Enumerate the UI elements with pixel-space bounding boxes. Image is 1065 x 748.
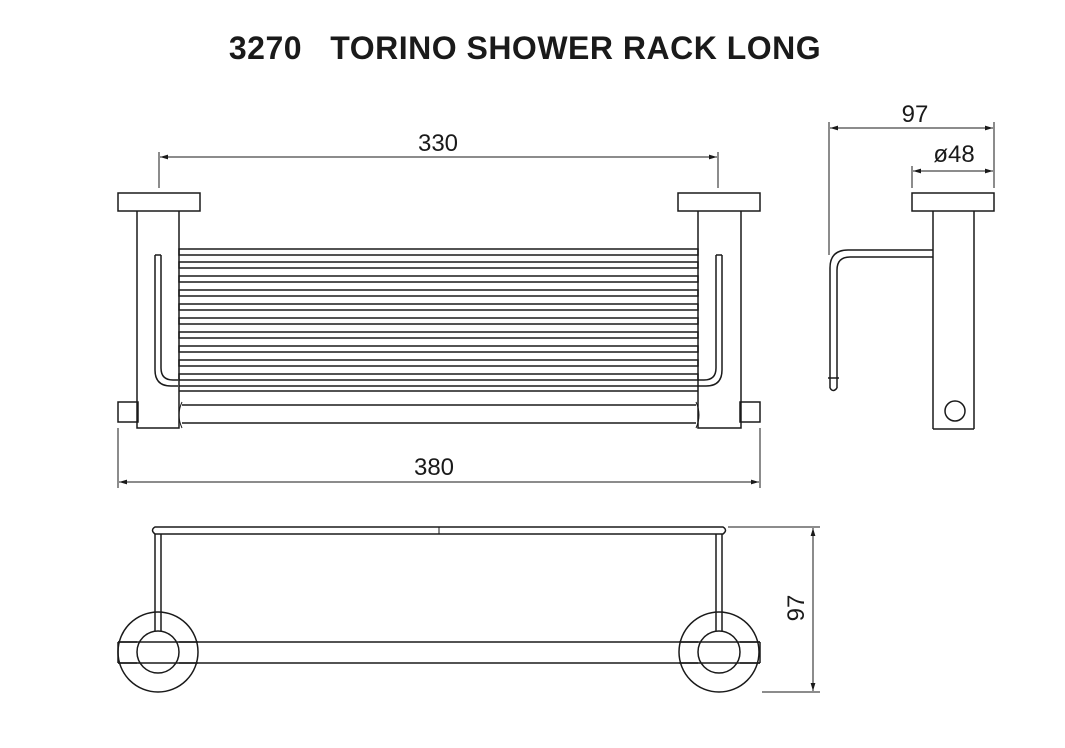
dimension-380: 380 <box>117 428 761 488</box>
dimension-label-97-top: 97 <box>783 595 810 622</box>
dimension-label-330: 330 <box>418 130 458 157</box>
dimension-label-97-side: 97 <box>902 101 929 128</box>
dimension-330: 330 <box>158 130 719 188</box>
front-view: 330 <box>117 130 761 488</box>
side-arm <box>828 249 933 392</box>
side-view: 97 ø48 <box>828 101 995 430</box>
rack-bars <box>178 248 699 424</box>
top-view: 97 <box>117 526 820 693</box>
dimension-97-top: 97 <box>728 526 820 693</box>
left-round-flange <box>117 611 199 693</box>
right-round-flange <box>678 611 761 693</box>
dimension-97-side: 97 <box>828 101 995 255</box>
side-mount <box>911 192 995 430</box>
dimension-diameter-48: ø48 <box>911 141 993 188</box>
dimension-label-diameter: ø48 <box>933 141 974 168</box>
top-shelf <box>151 526 727 622</box>
dimension-label-380: 380 <box>414 454 454 481</box>
left-wall-mount <box>117 192 201 429</box>
drawing-title: 3270 TORINO SHOWER RACK LONG <box>228 30 822 66</box>
top-bottom-bar <box>118 641 760 664</box>
